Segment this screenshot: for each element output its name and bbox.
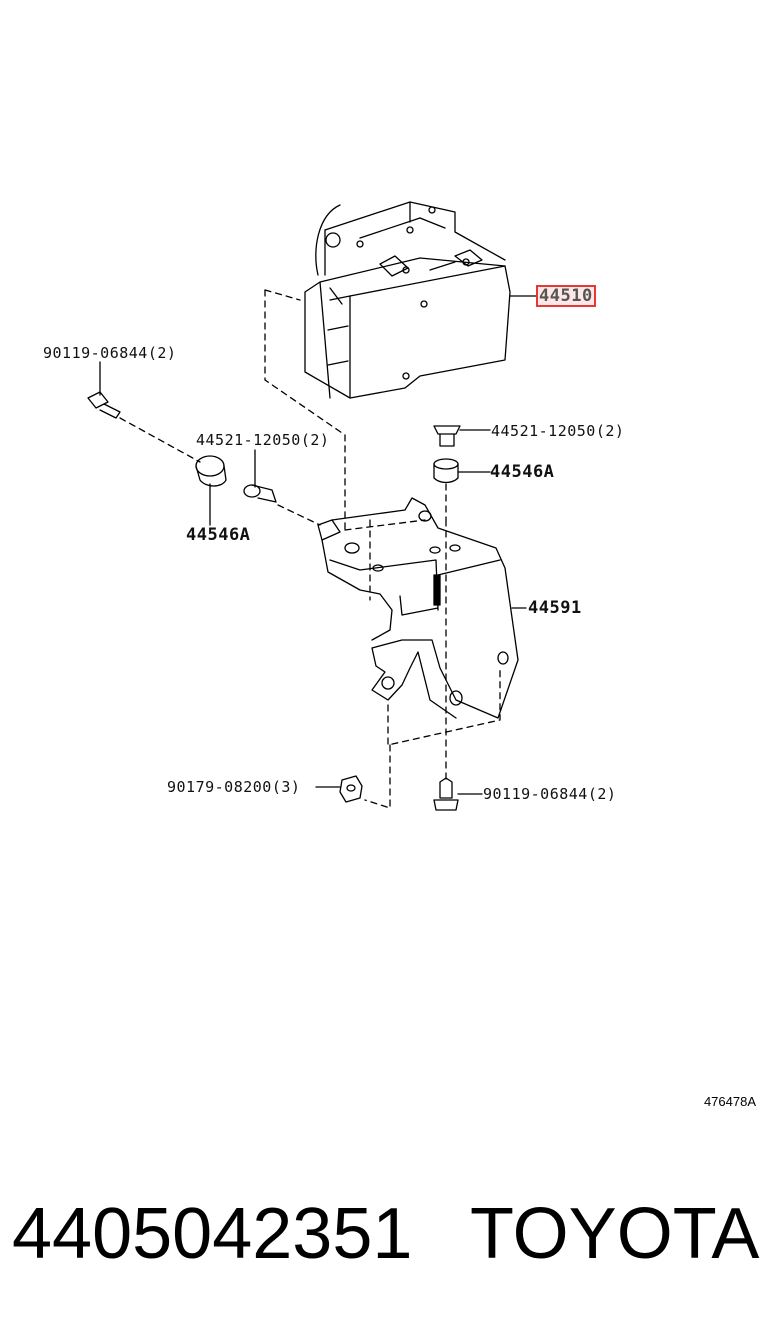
callout-abs-actuator[interactable]: 44510	[536, 285, 596, 307]
cushion-left-drawing	[195, 455, 227, 526]
reference-code: 476478A	[703, 1094, 756, 1109]
callout-collar-right: 44521-12050(2)	[491, 422, 625, 440]
cushion-right-drawing	[433, 458, 491, 521]
callout-cushion-right: 44546A	[490, 462, 555, 482]
callout-cushion-left: 44546A	[186, 525, 251, 545]
nut-drawing	[315, 775, 363, 803]
collar-left-drawing	[243, 449, 321, 526]
bracket-drawing	[317, 497, 527, 809]
part-number: 4405042351	[12, 1194, 413, 1274]
callout-nut: 90179-08200(3)	[167, 778, 301, 796]
callout-bolt-top-left: 90119-06844(2)	[43, 344, 177, 362]
footer: 4405042351 TOYOTA	[0, 1184, 760, 1284]
callout-bracket: 44591	[528, 598, 582, 618]
brand-name: TOYOTA	[470, 1194, 760, 1274]
bolt-top-left-drawing	[87, 361, 201, 463]
abs-actuator-drawing	[264, 201, 537, 531]
parts-diagram	[87, 201, 537, 811]
bolt-bottom-drawing	[433, 777, 483, 811]
collar-right-drawing	[433, 425, 491, 447]
callout-collar-left: 44521-12050(2)	[196, 431, 330, 449]
callout-bolt-bottom: 90119-06844(2)	[483, 785, 617, 803]
